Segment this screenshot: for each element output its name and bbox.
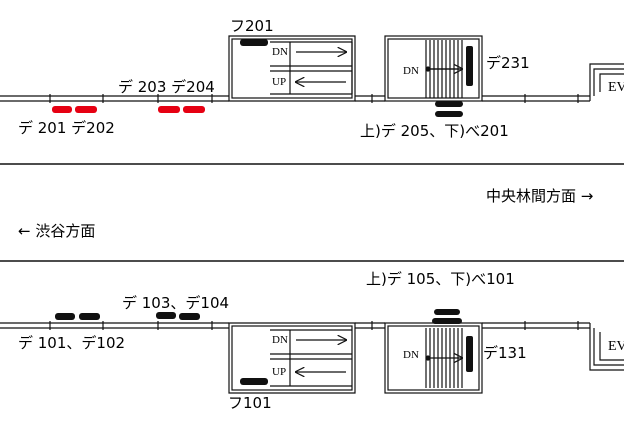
marker-de103 [156, 312, 176, 319]
upper-markers [52, 39, 473, 117]
marker-de201 [52, 106, 72, 113]
marker-fu201 [240, 39, 268, 46]
platform-ticks [49, 94, 213, 103]
stair-lanes-left [270, 41, 353, 95]
label-de101-102: デ 101、デ102 [18, 334, 125, 352]
marker-de204 [183, 106, 205, 113]
label-de231: デ231 [486, 54, 530, 72]
label-de105-be101: 上)デ 105、下)べ101 [366, 270, 515, 288]
stair-up-left-lower: UP [272, 366, 286, 378]
marker-de202 [75, 106, 97, 113]
ev-label-lower: EV [608, 339, 624, 354]
label-de103-104: デ 103、デ104 [122, 294, 229, 312]
ev-box-upper [589, 63, 624, 101]
marker-de231 [466, 46, 473, 86]
marker-de205 [435, 101, 463, 107]
stair-room-left-lower [228, 322, 356, 394]
marker-de104 [179, 313, 200, 320]
label-de205-be201: 上)デ 205、下)べ201 [360, 122, 509, 140]
stair-up-left-upper: UP [272, 76, 286, 88]
lower-markers [55, 309, 473, 385]
direction-right: 中央林間方面 → [486, 187, 593, 205]
stair-dn-left-upper: DN [272, 46, 288, 58]
ev-label-upper: EV [608, 80, 624, 95]
marker-de105 [434, 309, 460, 315]
marker-fu101 [240, 378, 268, 385]
marker-de101 [55, 313, 75, 320]
platform-ticks-lower [49, 321, 213, 330]
label-de203-204: デ 203 デ204 [118, 78, 215, 96]
ev-box-lower [589, 323, 624, 371]
stair-dn-right-lower: DN [403, 349, 419, 361]
stair-room-right [384, 35, 483, 102]
marker-de131 [466, 336, 473, 372]
lower-floor [0, 321, 624, 394]
upper-floor [0, 35, 624, 103]
label-fu201: フ201 [230, 17, 274, 35]
label-de131: デ131 [483, 344, 527, 362]
stair-room-left [228, 35, 356, 102]
marker-be201 [435, 111, 463, 117]
marker-be101 [432, 318, 462, 324]
label-de201-202: デ 201 デ202 [18, 119, 115, 137]
marker-de203 [158, 106, 180, 113]
marker-de102 [79, 313, 100, 320]
label-fu101: フ101 [228, 394, 272, 412]
stair-dn-left-lower: DN [272, 334, 288, 346]
stair-lanes-left-lower [270, 329, 352, 387]
stair-dn-right-upper: DN [403, 65, 419, 77]
direction-left: ← 渋谷方面 [18, 222, 95, 240]
